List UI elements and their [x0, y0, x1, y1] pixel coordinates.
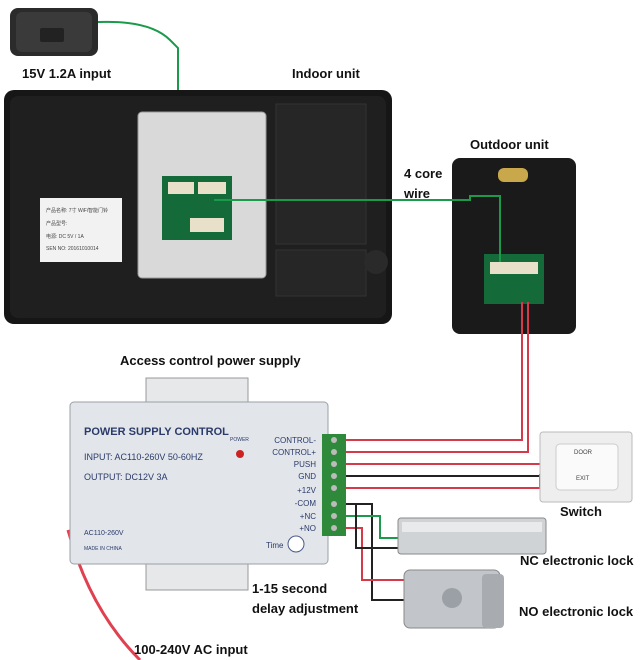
four-core-wire: [214, 195, 501, 262]
wire-label-line1: 4 core: [404, 166, 443, 181]
terminal-label: +12V: [297, 486, 316, 495]
access-psu-label: Access control power supply: [120, 353, 301, 368]
exit-button-top-text: DOOR: [574, 450, 592, 456]
adapter-cable: [97, 20, 179, 190]
no-electric-lock: [403, 569, 504, 629]
terminal-label: +NC: [299, 512, 316, 521]
psu-ac-label: AC110-260V: [84, 530, 124, 537]
terminal-label: CONTROL-: [274, 436, 316, 445]
terminal-label: -COM: [294, 499, 316, 508]
sticker-line2: 产品型号:: [46, 221, 68, 227]
exit-switch: [539, 431, 633, 503]
adapter-input-label: 15V 1.2A input: [22, 66, 112, 81]
switch-label: Switch: [560, 504, 602, 519]
terminal-label: CONTROL+: [272, 448, 316, 457]
power-adapter: [10, 8, 98, 56]
terminal-label: PUSH: [293, 460, 316, 469]
delay-label-line1: 1-15 second: [252, 581, 328, 596]
wire-label-line2: wire: [404, 186, 431, 201]
indoor-unit-label: Indoor unit: [292, 66, 360, 81]
terminal-label: +NO: [299, 524, 316, 533]
nc-magnetic-lock: [397, 517, 547, 555]
indoor-unit: [4, 90, 392, 324]
sticker-line3: 电源: DC 5V / 1A: [46, 234, 84, 240]
power-supply-box: [69, 377, 329, 591]
outdoor-unit: [452, 158, 576, 334]
outdoor-unit-label: Outdoor unit: [470, 137, 549, 152]
psu-title: POWER SUPPLY CONTROL: [84, 426, 229, 438]
sticker-line4: SEN NO: 20161010014: [46, 246, 99, 252]
psu-output-spec: OUTPUT: DC12V 3A: [84, 472, 168, 482]
exit-button-bottom-text: EXIT: [576, 476, 590, 482]
delay-label-line2: delay adjustment: [252, 601, 359, 616]
psu-made-in: MADE IN CHINA: [84, 546, 122, 552]
psu-power-label: POWER: [230, 437, 249, 443]
nc-lock-label: NC electronic lock: [520, 553, 634, 568]
sticker-line1: 产品名称: 7寸 WiFi智能门铃: [46, 208, 108, 214]
psu-time-label: Time: [266, 541, 284, 550]
psu-input-spec: INPUT: AC110-260V 50-60HZ: [84, 452, 203, 462]
ac-input-label: 100-240V AC input: [134, 642, 248, 657]
terminal-label: GND: [298, 472, 316, 481]
terminal-block: [322, 434, 346, 536]
no-lock-label: NO electronic lock: [519, 604, 634, 619]
